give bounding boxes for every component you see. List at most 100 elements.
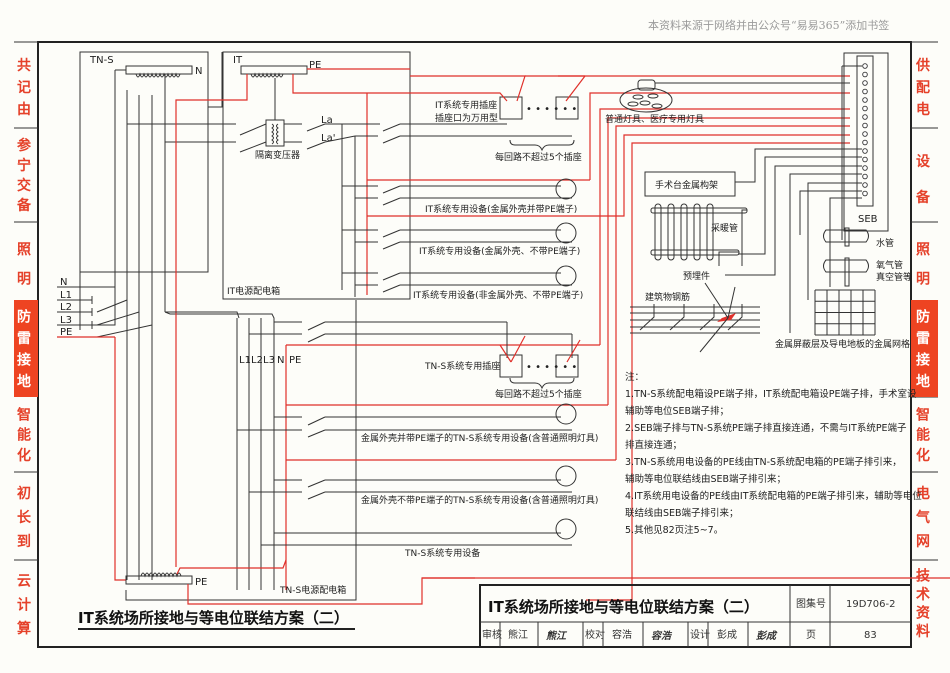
checker-signature: 容浩 [651, 630, 673, 642]
side-tab-7[interactable]: 云计算 [17, 574, 31, 637]
side-tab-1[interactable]: 供配电 [915, 57, 930, 118]
designer-signature: 彭成 [756, 630, 778, 642]
it-pe-terminal-bar [240, 65, 308, 75]
bus-l3: L3 [263, 355, 275, 366]
side-tab-1[interactable]: 共记由 [17, 57, 31, 118]
operating-table-label: 手术台金属构架 [655, 179, 718, 191]
tns-socket-dots: • • • • • • [526, 362, 577, 373]
surgical-lamp [619, 79, 850, 113]
side-tab-char: 电 [916, 101, 930, 118]
tns-device-3-symbol [555, 518, 577, 540]
side-tab-char: 术 [916, 586, 930, 603]
it-pe-label: PE [309, 60, 321, 71]
reviewer-signature: 熊江 [546, 630, 568, 642]
note-line: 5.其他见82页注5~7。 [625, 524, 723, 536]
left-tab-strip [14, 127, 38, 561]
note-line: 4.IT系统用电设备的PE线由IT系统配电箱的PE端子排引来，辅助等电位 [625, 490, 922, 502]
side-tab-char: 防 [17, 309, 31, 326]
tns-box-label: TN-S [89, 55, 114, 66]
side-tab-char: 算 [17, 620, 31, 637]
side-tab-char: 由 [17, 101, 31, 118]
metal-grid [814, 289, 876, 336]
side-tab-5[interactable]: 智能化 [915, 406, 930, 464]
seb-terminal [862, 165, 868, 171]
page-number: 83 [864, 630, 877, 641]
side-tab-char: 计 [17, 596, 31, 613]
page-label: 页 [806, 629, 816, 641]
side-tab-char: 明 [916, 271, 930, 287]
side-tab-char: 到 [17, 534, 31, 550]
seb-terminal [862, 122, 868, 129]
side-tab-char: 接 [916, 352, 930, 369]
it-box-label: IT [233, 55, 243, 66]
tns-panel-top: TN-S N [79, 51, 223, 330]
it-device-3-label: IT系统专用设备(非金属外壳、不带PE端子) [413, 289, 583, 301]
side-tab-char: 照 [916, 242, 930, 258]
note-line: 辅助等电位联结线由SEB端子排引来； [625, 473, 786, 485]
it-device-2-label: IT系统专用设备(金属外壳、不带PE端子) [419, 245, 580, 257]
title-block [479, 584, 912, 648]
side-tab-char: 照 [17, 242, 31, 258]
side-tab-char: 能 [916, 427, 930, 444]
incoming-l2: L2 [60, 302, 72, 313]
seb-terminal [862, 71, 868, 78]
note-line: 联结线由SEB端子排引来； [625, 507, 739, 519]
incoming-feeder [57, 286, 153, 581]
notes-heading: 注： [625, 371, 644, 383]
side-tab-char: 雷 [916, 330, 930, 347]
transformer-label: 隔离变压器 [255, 149, 300, 161]
incoming-l1: L1 [60, 290, 72, 301]
heater-label: 采暖管 [711, 222, 738, 234]
side-tab-char: 云 [17, 574, 31, 590]
side-tab-char: 记 [17, 80, 31, 96]
bus-l2: L2 [251, 355, 263, 366]
side-tab-5[interactable]: 智能化 [16, 406, 31, 464]
bonding-lines [525, 75, 850, 601]
seb-terminal [862, 105, 868, 112]
side-tab-char: 交 [17, 177, 31, 194]
notes: 注： 1.TN-S系统配电箱设PE端子排，IT系统配电箱设PE端子排，手术室设 … [625, 371, 922, 536]
water-pipe-label: 水管 [876, 237, 894, 249]
grid-label: 金属屏蔽层及导电地板的金属网格 [775, 338, 910, 350]
equipment-bonding [725, 148, 862, 333]
side-tab-char: 网 [916, 534, 930, 550]
it-socket-1 [499, 96, 523, 120]
la-label: La [321, 115, 333, 126]
it-device-1-symbol [555, 178, 577, 200]
note-line: 辅助等电位SEB端子排； [625, 405, 729, 417]
right-tab-active-bg [911, 300, 938, 397]
tns-branch-circuits [237, 321, 616, 546]
left-tab-active-bg [14, 300, 38, 397]
side-tab-6[interactable]: 电气网 [915, 485, 930, 550]
heater-radiator [650, 203, 748, 266]
tns-socket-label: TN-S系统专用插座 [424, 360, 500, 372]
it-socket-note: 每回路不超过5个插座 [495, 151, 582, 163]
side-tab-3[interactable]: 照明 [916, 242, 930, 287]
it-socket-dots: • • • • • • [526, 104, 577, 115]
bus-n: N [277, 355, 284, 366]
side-tab-char: 参 [17, 137, 32, 154]
side-tab-char: 能 [17, 427, 31, 444]
note-line: 1.TN-S系统配电箱设PE端子排，IT系统配电箱设PE端子排，手术室设 [625, 388, 917, 400]
tns-socket-1 [499, 354, 523, 378]
it-panel: IT PE 隔离变压器 La La' IT电源配电箱 [222, 51, 411, 300]
side-tab-char: 初 [17, 485, 31, 502]
side-tab-2[interactable]: 设备 [915, 154, 931, 206]
side-tab-char: 资 [916, 604, 930, 621]
side-tab-6[interactable]: 初长到 [17, 485, 32, 550]
gas-pipe-label-2: 真空管等 [876, 271, 912, 283]
reviewer-name: 熊江 [508, 628, 528, 641]
side-tab-char: 备 [915, 189, 931, 206]
tns-n-terminal-bar [125, 65, 193, 75]
atlas-number: 19D706-2 [846, 599, 895, 610]
check-label: 校对 [585, 628, 605, 641]
it-socket-label-1: IT系统专用插座 [435, 99, 497, 111]
tns-pe-label: PE [195, 577, 207, 588]
side-tab-3[interactable]: 照明 [17, 242, 31, 287]
seb-label: SEB [858, 214, 878, 225]
